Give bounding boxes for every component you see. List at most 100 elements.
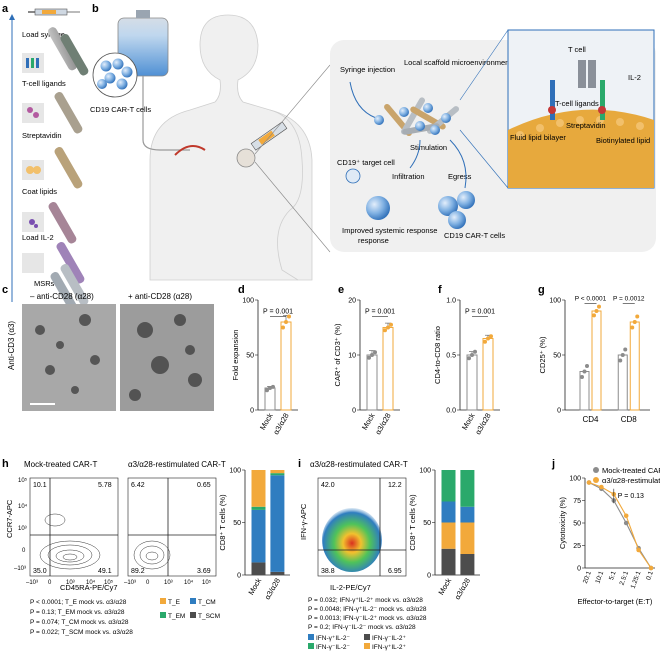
stat-line: P = 0.074; T_CM mock vs. α3/α28 bbox=[30, 619, 129, 626]
data-point bbox=[467, 356, 471, 361]
y-tick-label: 100 bbox=[569, 476, 581, 483]
label-infiltration: Infiltration bbox=[392, 172, 425, 181]
bar bbox=[466, 354, 478, 411]
bar-segment bbox=[270, 475, 285, 572]
bar-segment bbox=[441, 501, 456, 523]
data-point bbox=[636, 547, 641, 553]
bar bbox=[482, 338, 494, 411]
tick: 10³ bbox=[66, 580, 75, 586]
flow-i-xlabel: IL-2-PE/Cy7 bbox=[330, 583, 371, 592]
bar-segment bbox=[460, 554, 475, 575]
stat-line: P = 0.022; T_SCM mock vs. α3/α28 bbox=[30, 629, 133, 636]
label-egress: Egress bbox=[448, 172, 472, 181]
quad-restim-ur: 0.65 bbox=[197, 482, 211, 489]
label-systemic-response-2: response bbox=[358, 236, 389, 245]
data-point bbox=[287, 314, 291, 319]
panel-a-workflow: Load syringe T-cell ligands Streptavidin… bbox=[9, 8, 89, 314]
y-axis-label: CD8⁺ T cells (%) bbox=[218, 494, 227, 551]
tick: 10⁵ bbox=[104, 579, 114, 586]
data-point bbox=[618, 358, 623, 363]
data-point bbox=[623, 513, 629, 519]
quad-mock-ul: 10.1 bbox=[33, 482, 47, 489]
y-tick-label: 75 bbox=[573, 498, 581, 505]
data-point bbox=[582, 369, 587, 374]
y-axis-label: CD4-to-CD8 ratio bbox=[433, 326, 442, 384]
ligand-icon bbox=[26, 58, 39, 68]
x-tick-label: α3/α28 bbox=[473, 412, 492, 437]
legend-item: T_CM bbox=[198, 599, 216, 606]
y-axis-label: Fold expansion bbox=[231, 330, 240, 381]
x-axis-label: Effector-to-target (E:T) bbox=[578, 597, 653, 606]
quad-restim-ul: 6.42 bbox=[131, 482, 145, 489]
data-point bbox=[470, 353, 474, 357]
x-tick-label: 5:1 bbox=[608, 570, 618, 581]
stat-line: P < 0.0001; T_E mock vs. α3/α28 bbox=[30, 599, 127, 606]
step-label: Coat lipids bbox=[22, 187, 57, 196]
bar bbox=[629, 321, 640, 411]
x-tick-label: 1.25:1 bbox=[630, 570, 643, 590]
y-tick-label: 50 bbox=[233, 520, 241, 527]
quad-restim-lr: 3.69 bbox=[197, 568, 211, 575]
data-point bbox=[620, 353, 625, 357]
data-point bbox=[284, 320, 288, 324]
panel-b-illustration: CD19 CAR-T cells Syringe injection Local… bbox=[90, 10, 656, 281]
y-tick-label: 0.0 bbox=[446, 408, 456, 415]
p-value: P = 0.0012 bbox=[613, 295, 645, 302]
data-point bbox=[623, 520, 629, 526]
tick: –10³ bbox=[124, 580, 136, 586]
data-point bbox=[271, 384, 275, 389]
data-point bbox=[473, 349, 477, 354]
y-axis-label: Cytotoxicity (%) bbox=[558, 496, 567, 549]
y-tick-label: 1.0 bbox=[446, 298, 456, 305]
bar bbox=[591, 310, 602, 411]
y-axis-label: CAR⁺ of CD3⁺ (%) bbox=[333, 323, 342, 386]
step-label: Load syringe bbox=[22, 30, 65, 39]
data-point bbox=[373, 350, 377, 355]
p-value: P = 0.001 bbox=[263, 309, 293, 316]
lipid-bilayer-dots bbox=[516, 116, 644, 139]
flow-title-mock: Mock-treated CAR-T bbox=[24, 460, 97, 469]
data-point bbox=[389, 322, 393, 327]
x-tick-label: α3/α28 bbox=[453, 577, 472, 602]
step-label: MSRs bbox=[34, 279, 55, 288]
label-systemic-response: Improved systemic response bbox=[342, 226, 437, 235]
bar-segment bbox=[251, 509, 266, 563]
tick: –10³ bbox=[14, 566, 26, 572]
panel-label-j: j bbox=[551, 458, 555, 470]
y-tick-label: 0 bbox=[577, 566, 581, 573]
y-tick-label: 100 bbox=[229, 468, 241, 475]
p-value: P = 0.001 bbox=[465, 309, 495, 316]
label-target-cell: CD19⁺ target cell bbox=[337, 158, 395, 167]
stat-line: P = 0.13; T_EM mock vs. α3/α28 bbox=[30, 609, 125, 616]
cell-cluster bbox=[97, 58, 133, 90]
bar-segment bbox=[460, 522, 475, 554]
label-biotinylated: Biotinylated lipid bbox=[596, 136, 650, 145]
tick: –10³ bbox=[26, 580, 38, 586]
bar-segment bbox=[270, 571, 285, 575]
flow-i-title: α3/α28-restimulated CAR-T bbox=[310, 460, 408, 469]
step-label: Load IL-2 bbox=[22, 233, 54, 242]
bar-segment bbox=[460, 470, 475, 507]
x-tick-label: Mock bbox=[246, 576, 263, 596]
panel-h-flow: Mock-treated CAR-T α3/α28-restimulated C… bbox=[5, 460, 226, 636]
label-tcell: T cell bbox=[568, 45, 586, 54]
y-tick-label: 0 bbox=[352, 408, 356, 415]
data-point bbox=[370, 353, 374, 357]
x-tick-label: 0.1 bbox=[645, 570, 655, 581]
legend-item: T_SCM bbox=[198, 613, 220, 620]
tick: 0 bbox=[48, 580, 52, 586]
lipid-icon bbox=[26, 166, 41, 174]
label-tcell-ligands: T-cell ligands bbox=[555, 99, 599, 108]
panel-label-d: d bbox=[238, 284, 245, 296]
quad-i-ur: 12.2 bbox=[388, 482, 402, 489]
data-point bbox=[592, 313, 596, 318]
legend-item: IFN-γ⁻IL-2⁺ bbox=[372, 635, 407, 642]
legend-marker bbox=[593, 477, 599, 483]
y-tick-label: 20 bbox=[348, 298, 356, 305]
data-point bbox=[599, 484, 604, 490]
bar bbox=[366, 354, 378, 411]
data-point bbox=[630, 325, 635, 330]
